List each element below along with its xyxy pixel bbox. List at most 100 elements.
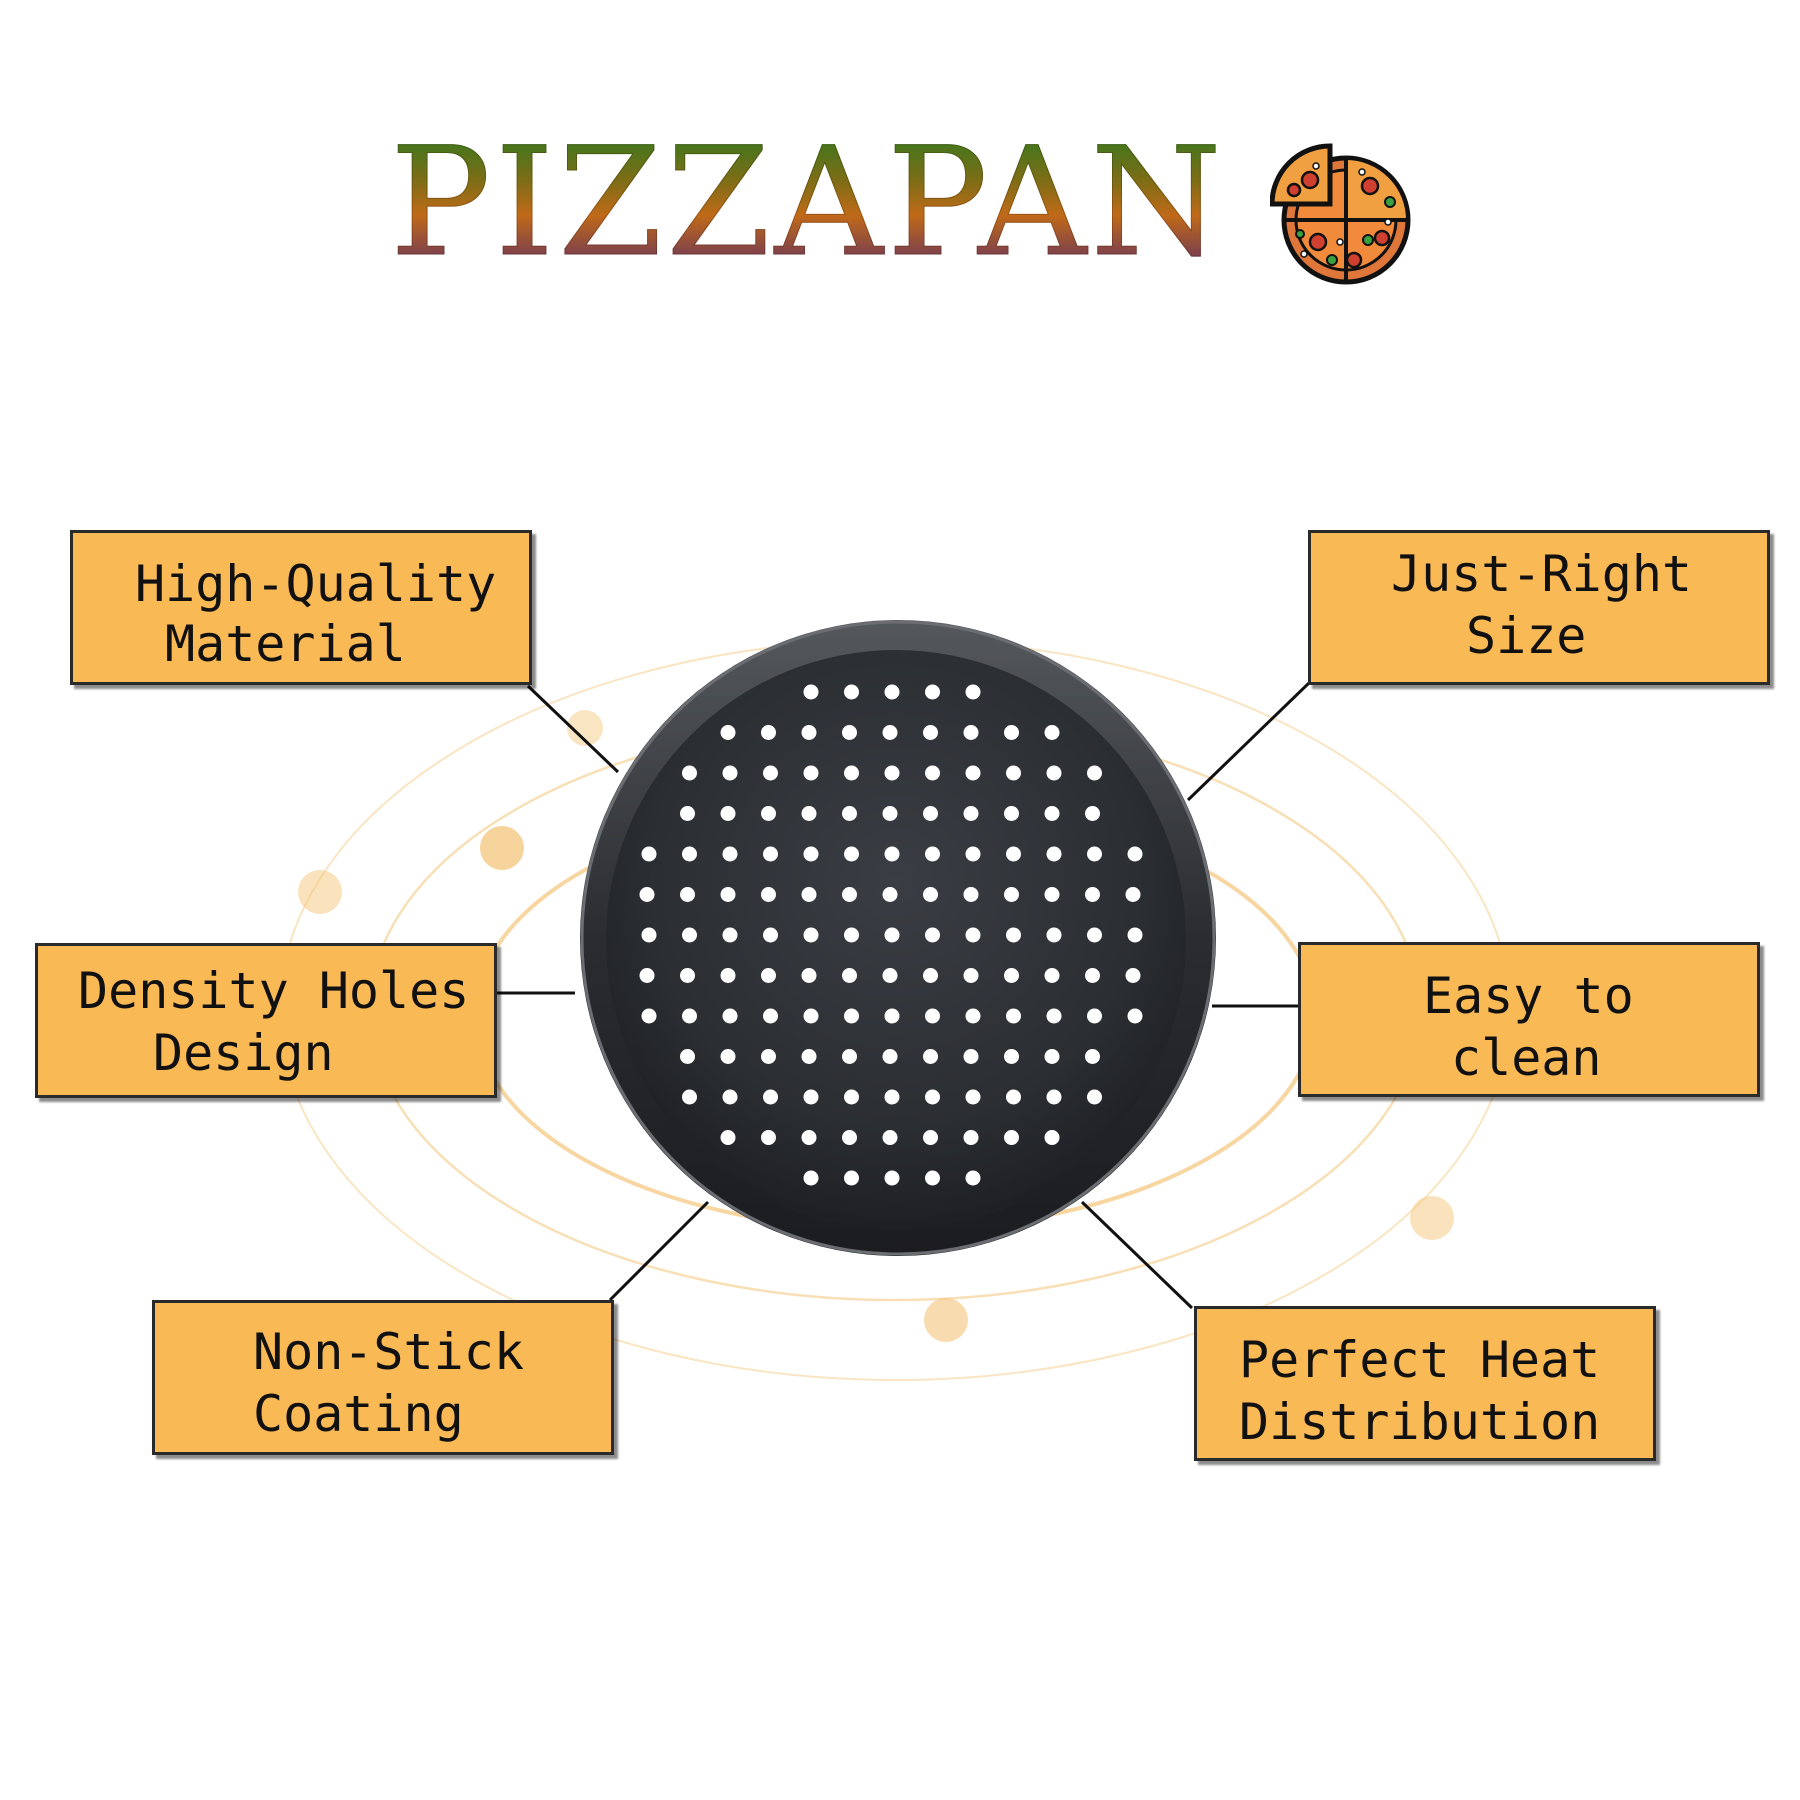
pan-hole [923,806,938,821]
pizza-slices-icon [1270,143,1411,285]
pan-hole [965,1170,981,1186]
pan-hole [761,806,776,821]
pan-hole [842,1130,857,1145]
pan-hole [1087,846,1102,862]
pan-hole [720,725,736,740]
pan-hole [1004,1130,1019,1145]
orbit-dot [480,826,524,870]
pan-hole [965,846,981,862]
pan-hole [882,1130,898,1145]
pan-hole [1004,725,1019,740]
pan-hole [925,1008,940,1024]
feature-line: Perfect Heat [1239,1331,1601,1389]
pan-hole [1085,806,1100,821]
pan-hole [882,806,898,821]
connector-lines [495,680,1312,1310]
pan-hole [803,1170,819,1186]
pan-hole [641,846,657,862]
feature-line: Coating [253,1385,464,1443]
pan-hole [1004,806,1019,821]
pan-hole [842,806,857,821]
pan-hole [1006,927,1021,943]
pan-hole [1004,1049,1019,1064]
pan-hole [1046,927,1062,943]
feature-line: clean [1451,1029,1602,1087]
pan-hole [1087,1008,1102,1024]
pan-hole [803,927,819,943]
pan-hole [1044,887,1060,902]
connector-just-right-size [1186,680,1312,802]
pan-hole [803,1008,819,1024]
pan-hole [882,725,898,740]
pan-hole [963,1049,979,1064]
connector-high-quality [526,684,620,774]
pan-hole [763,927,778,943]
pan-holes [639,684,1143,1186]
pan-hole [1046,765,1062,781]
orbit-dot [567,710,603,746]
pan-hole [720,887,736,902]
pan-hole [761,725,776,740]
pan-hole [1087,765,1102,781]
pan-hole [1006,846,1021,862]
pan-hole [963,806,979,821]
pan-hole [925,684,940,700]
pan-hole [884,1089,900,1105]
pan-hole [801,1130,817,1145]
pan-hole [925,846,940,862]
pan-hole [842,1049,857,1064]
pan-hole [680,968,695,983]
page-title: PIZZAPAN [390,116,1226,290]
pan-hole [923,725,938,740]
pan-hole [803,1089,819,1105]
orbit-dots [298,710,1454,1342]
pan-hole [761,1049,776,1064]
connector-non-stick [608,1200,710,1302]
feature-non-stick-coating: Non-Stick Coating [152,1300,614,1455]
pan-hole [1087,1089,1102,1105]
pan-hole [1044,725,1060,740]
pan-hole [761,887,776,902]
pan-hole [965,684,981,700]
pan-hole [1046,1008,1062,1024]
feature-line: Density Holes [78,962,470,1020]
pan-hole [925,1089,940,1105]
pan-hole [682,927,697,943]
pan-hole [763,1008,778,1024]
pan-hole [842,887,857,902]
pan-hole [682,1089,697,1105]
pan-hole [720,1049,736,1064]
feature-easy-to-clean: Easy to clean [1298,942,1760,1097]
feature-line: Non-Stick [253,1323,524,1381]
pan-hole [882,968,898,983]
pan-hole [963,968,979,983]
pan-hole [1127,927,1143,943]
pan-hole [801,887,817,902]
pan-hole [720,1130,736,1145]
pan-hole [923,1049,938,1064]
pan-hole [842,968,857,983]
pan-hole [801,1049,817,1064]
pan-hole [1044,1049,1060,1064]
pan-hole [1046,846,1062,862]
pan-hole [844,1089,859,1105]
pan-hole [641,927,657,943]
feature-line: Distribution [1239,1393,1601,1451]
pan-hole [680,887,695,902]
orbit-dot [298,870,342,914]
pan-hole [1127,1008,1143,1024]
orbit-dot [924,1298,968,1342]
pan-hole [1125,968,1141,983]
pan-hole [925,927,940,943]
pan-hole [884,846,900,862]
pan-hole [1085,1049,1100,1064]
pan-hole [1006,1008,1021,1024]
pan-hole [641,1008,657,1024]
pan-hole [844,684,859,700]
pan-hole [1085,887,1100,902]
pan-hole [680,1049,695,1064]
pan-hole [1044,1130,1060,1145]
pan-hole [965,1008,981,1024]
feature-line: Size [1466,607,1587,665]
pan-hole [844,927,859,943]
